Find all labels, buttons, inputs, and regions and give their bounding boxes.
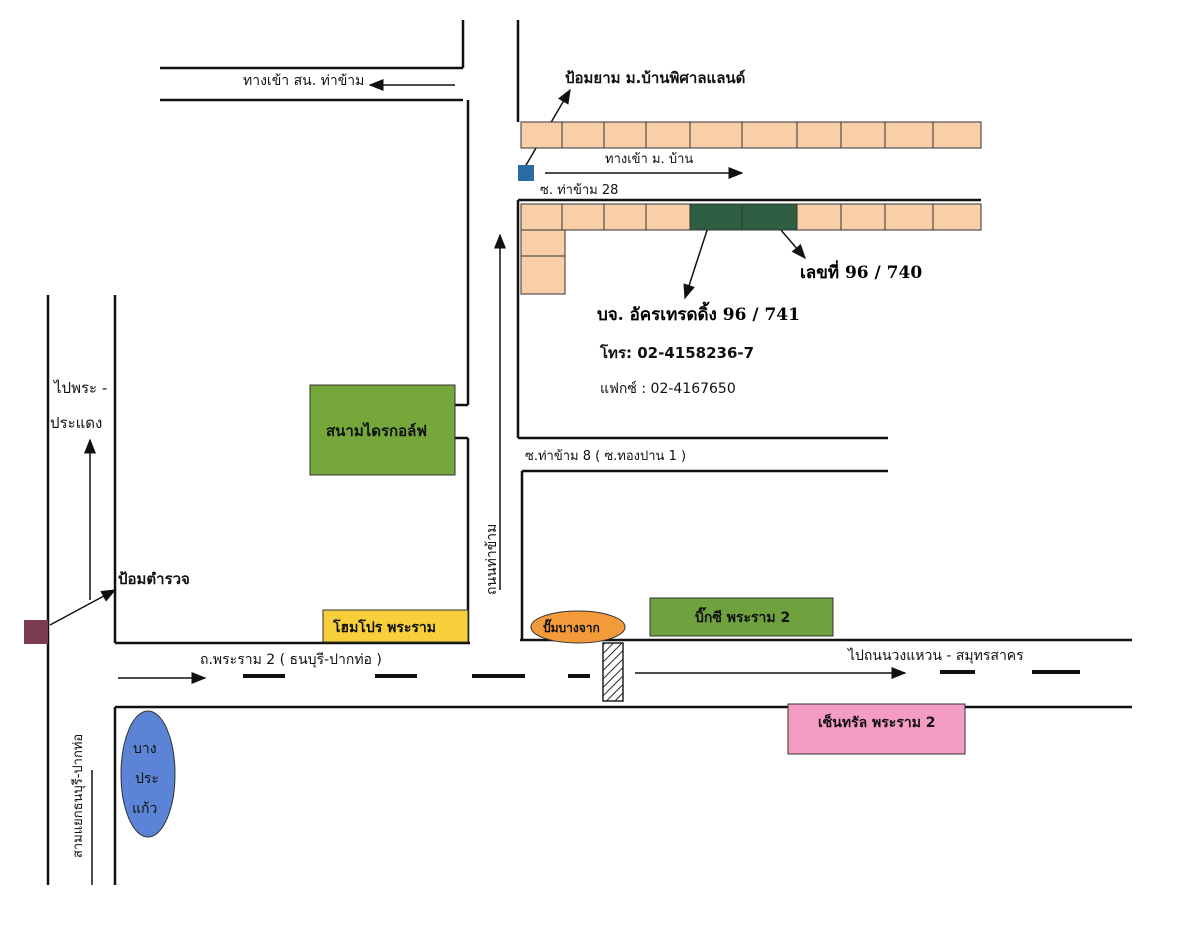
label-house-740: เลขที่ 96 / 740: [800, 260, 922, 283]
label-golf-course: สนามไดรกอล์ฟ: [326, 421, 427, 440]
golf-course-box: [309, 384, 456, 476]
bang-pra-kaeo-box: [120, 710, 176, 838]
label-village-entrance: ทางเข้า ม. บ้าน: [605, 152, 693, 167]
label-soi-8: ซ.ท่าข้าม 8 ( ซ.ทองปาน 1 ): [525, 449, 686, 464]
homepro-box: [322, 609, 469, 643]
label-tha-kham-road: ถนนท่าข้าม: [484, 524, 500, 595]
label-police-box: ป้อมตำรวจ: [118, 570, 190, 588]
label-big-c: บิ๊กซี พระราม 2: [695, 606, 790, 626]
label-bang-pra-kaeo-2: ประ: [135, 771, 159, 787]
label-homepro: โฮมโปร พระราม: [332, 618, 436, 636]
central-box: [787, 703, 966, 755]
label-village-gate: ป้อมยาม ม.บ้านพิศาลแลนด์: [565, 69, 745, 87]
office-building-741: [689, 203, 743, 231]
bigc-box: [649, 597, 834, 637]
office-building-740: [741, 203, 798, 231]
label-bang-pra-kaeo-3: แก้ว: [132, 801, 157, 817]
footbridge: [602, 642, 624, 702]
label-fax: แฟกซ์ : 02-4167650: [600, 380, 736, 397]
label-phone: โทร: 02-4158236-7: [599, 343, 754, 362]
bangchak-box: [530, 610, 626, 644]
road-lines: [46, 20, 1132, 885]
label-central: เซ็นทรัล พระราม 2: [818, 713, 936, 731]
label-intersection: สามแยกธนบุรี-ปากท่อ: [70, 734, 86, 858]
label-to-ring-road: ไปถนนวงแหวน - สมุทรสาคร: [847, 647, 1024, 664]
building-row-top: [520, 121, 982, 149]
label-soi-28: ซ. ท่าข้าม 28: [540, 183, 618, 198]
label-road-entrance: ทางเข้า สน. ท่าข้าม: [243, 73, 364, 89]
police-box-marker: [24, 620, 48, 644]
label-rama2-road: ถ.พระราม 2 ( ธนบุรี-ปากท่อ ): [200, 652, 382, 668]
building-row-bottom: [520, 203, 982, 295]
label-bang-pra-kaeo-1: บาง: [133, 741, 157, 757]
village-gate-marker: [518, 165, 534, 181]
road-median: [243, 670, 1080, 678]
label-to-pra-pradaeng-2: ประแดง: [50, 414, 102, 432]
label-company: บจ. อัครเทรดดิ้ง 96 / 741: [597, 301, 800, 325]
label-to-pra-pradaeng-1: ไปพระ -: [53, 379, 107, 397]
label-gas-station: ปั๊มบางจาก: [543, 618, 600, 635]
